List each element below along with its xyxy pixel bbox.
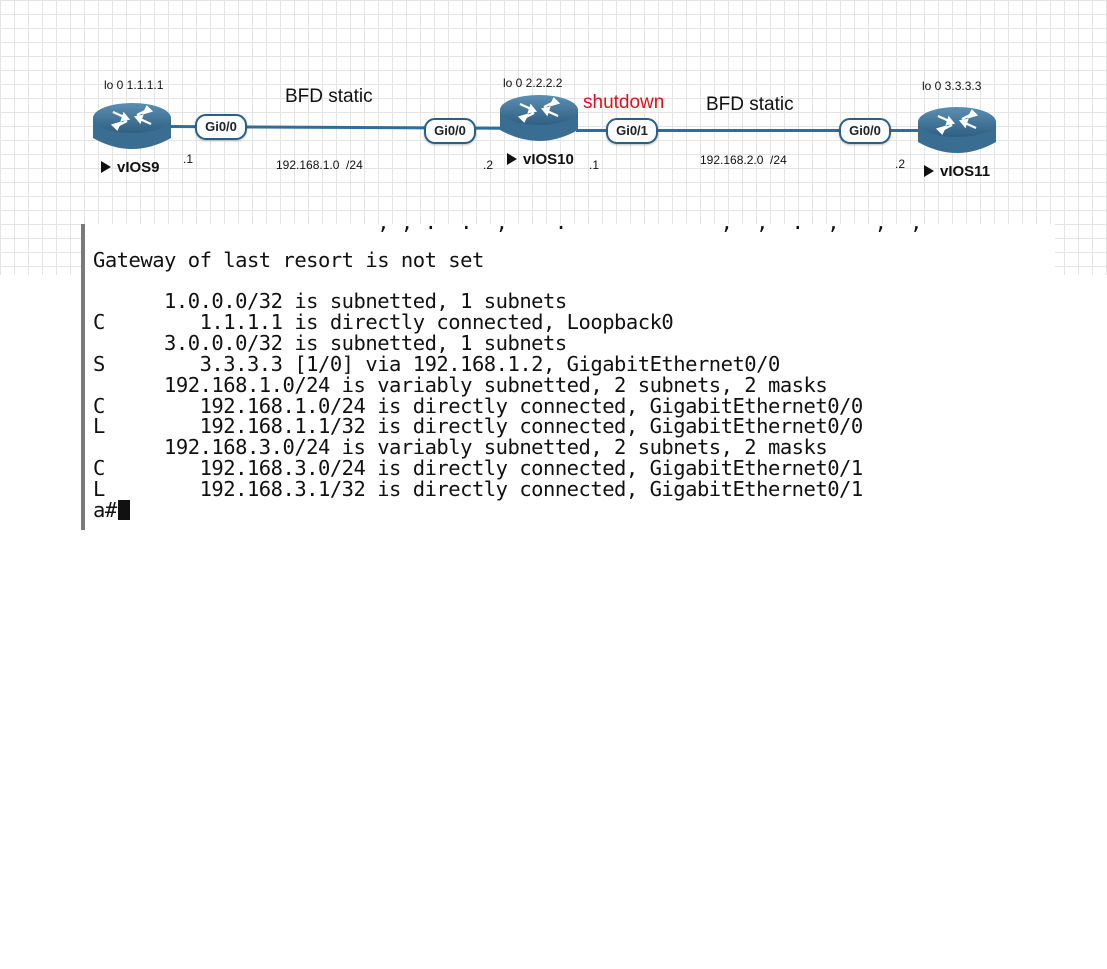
play-icon (507, 153, 517, 165)
host-label-vios10-right: .1 (589, 158, 600, 172)
terminal-line: C 192.168.3.0/24 is directly connected, … (93, 456, 863, 480)
host-label-vios9: .1 (183, 152, 194, 166)
router-icon-vios10[interactable] (498, 92, 580, 150)
interface-vios11-gi00[interactable]: Gi0/0 (839, 118, 891, 144)
router-name-vios10[interactable]: vIOS10 (507, 151, 574, 168)
terminal-cut-line: , , . . , . , , . , , , (93, 224, 946, 234)
terminal-line: S 3.3.3.3 [1/0] via 192.168.1.2, Gigabit… (93, 352, 780, 376)
protocol-label-link1: BFD static (285, 86, 373, 107)
router-name-vios11[interactable]: vIOS11 (924, 163, 990, 180)
router-name-text: vIOS10 (523, 151, 574, 168)
terminal-prompt: a# (93, 498, 117, 522)
router-name-text: vIOS11 (940, 163, 991, 180)
terminal-line: 192.168.3.0/24 is variably subnetted, 2 … (93, 435, 828, 459)
host-label-vios10-left: .2 (483, 158, 494, 172)
terminal-line: 192.168.1.0/24 is variably subnetted, 2 … (93, 373, 828, 397)
terminal-line: C 192.168.1.0/24 is directly connected, … (93, 394, 863, 418)
interface-vios10-gi00[interactable]: Gi0/0 (424, 118, 476, 144)
network-label-link1: 192.168.1.0 /24 (276, 158, 363, 172)
loopback-label-vios10: lo 0 2.2.2.2 (503, 76, 563, 90)
host-label-vios11: .2 (895, 157, 906, 171)
interface-vios10-gi01[interactable]: Gi0/1 (606, 118, 658, 144)
network-label-link2: 192.168.2.0 /24 (700, 153, 787, 167)
terminal-output: , , . . , . , , . , , , Gateway of last … (93, 224, 1055, 530)
loopback-label-vios11: lo 0 3.3.3.3 (922, 79, 982, 93)
router-icon-vios9[interactable] (91, 100, 173, 158)
terminal-line: 3.0.0.0/32 is subnetted, 1 subnets (93, 331, 567, 355)
terminal-line: C 1.1.1.1 is directly connected, Loopbac… (93, 310, 674, 334)
interface-vios9-gi00[interactable]: Gi0/0 (195, 114, 247, 140)
protocol-label-link2: BFD static (706, 94, 794, 115)
terminal-line: Gateway of last resort is not set (93, 248, 484, 272)
terminal-line: L 192.168.3.1/32 is directly connected, … (93, 477, 863, 501)
terminal-prompt-line[interactable]: a# (93, 500, 130, 521)
play-icon (101, 161, 111, 173)
terminal-cursor (117, 500, 130, 520)
terminal-line: 1.0.0.0/32 is subnetted, 1 subnets (93, 289, 567, 313)
loopback-label-vios9: lo 0 1.1.1.1 (104, 78, 164, 92)
topology-canvas: Gi0/0 Gi0/0 Gi0/1 Gi0/0 lo 0 1.1.1.1 lo … (0, 0, 1107, 275)
router-name-vios9[interactable]: vIOS9 (101, 159, 160, 176)
router-icon-vios11[interactable] (916, 104, 998, 162)
link-vios10-vios11 (576, 129, 926, 132)
play-icon (924, 165, 934, 177)
router-name-text: vIOS9 (117, 159, 160, 176)
terminal-window[interactable]: , , . . , . , , . , , , Gateway of last … (81, 224, 1055, 530)
terminal-line: L 192.168.1.1/32 is directly connected, … (93, 414, 863, 438)
shutdown-annotation: shutdown (583, 92, 665, 113)
